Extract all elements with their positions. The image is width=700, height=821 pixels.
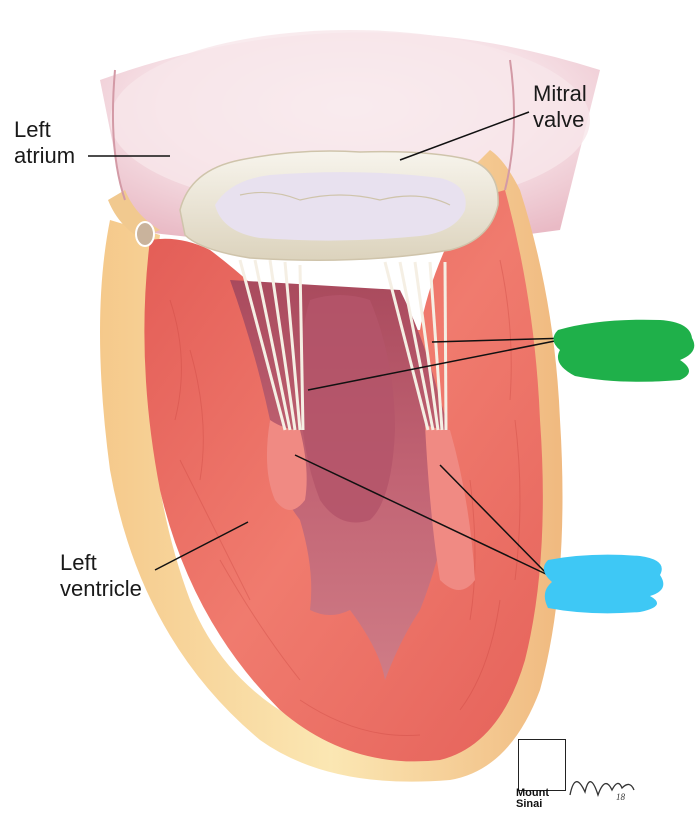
- label-left-atrium-line1: Left: [14, 117, 51, 142]
- leader-papillary-1: [294, 454, 549, 576]
- chordae-tendineae: [238, 259, 448, 431]
- label-left-ventricle: Left ventricle: [60, 550, 142, 602]
- label-left-atrium-line2: atrium: [14, 143, 76, 168]
- coronary-vessel: [135, 221, 155, 247]
- mount-sinai-logo-text: Mount Sinai: [516, 788, 549, 810]
- label-mitral-valve-line1: Mitral: [533, 81, 587, 106]
- label-mitral-valve: Mitral valve: [533, 81, 587, 133]
- label-left-ventricle-line1: Left: [60, 550, 97, 575]
- leader-papillary-2: [439, 464, 549, 576]
- logo-line2: Sinai: [516, 798, 543, 810]
- label-left-atrium: Left atrium: [14, 117, 75, 169]
- outer-wall: [100, 150, 563, 782]
- logo-line1: Mount: [516, 787, 549, 799]
- mount-sinai-logo: [518, 739, 566, 791]
- redaction-green: [553, 319, 695, 382]
- leader-mitral-valve: [399, 111, 530, 161]
- label-mitral-valve-line2: valve: [533, 107, 585, 132]
- leader-chordae-2: [307, 337, 571, 391]
- papillary-muscle-posterior: [425, 425, 475, 590]
- leader-chordae-1: [431, 337, 571, 343]
- artist-signature: [569, 781, 635, 798]
- label-left-ventricle-line2: ventricle: [60, 576, 142, 601]
- papillary-muscle-anterior: [266, 420, 307, 510]
- svg-text:18: 18: [616, 792, 626, 802]
- leader-left-ventricle: [154, 521, 249, 571]
- redaction-blue: [543, 554, 664, 614]
